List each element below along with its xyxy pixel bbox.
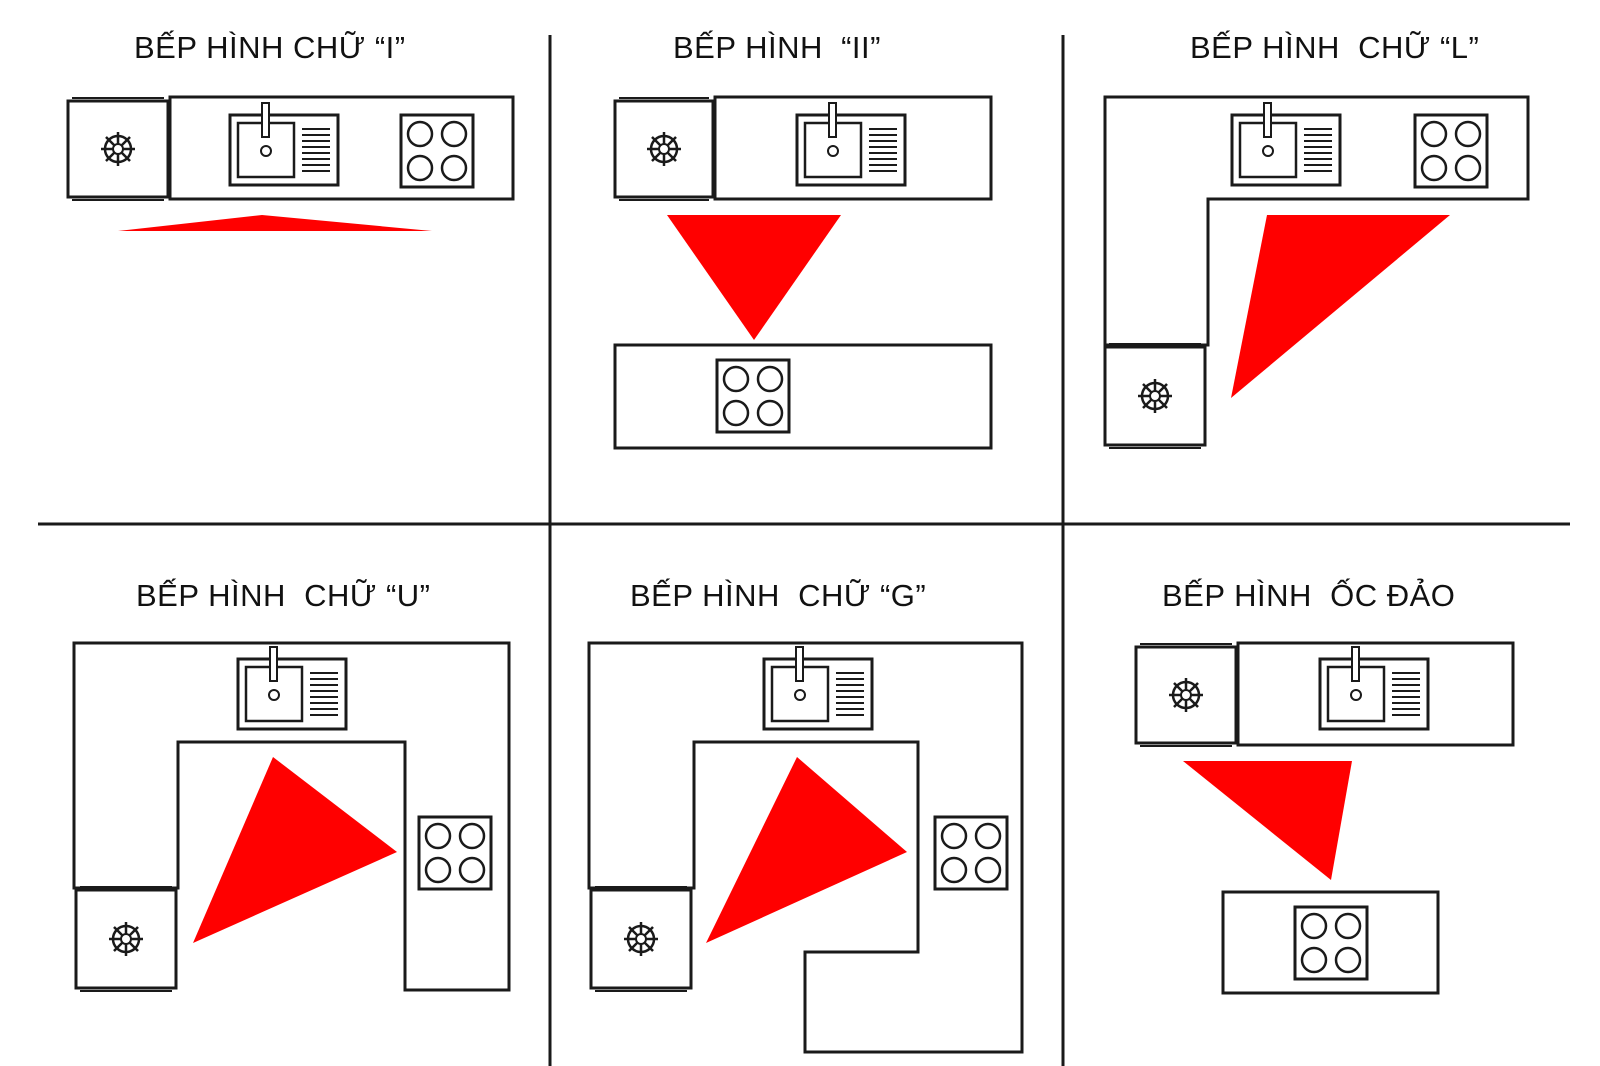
refrigerator-icon <box>1103 343 1207 449</box>
stove-icon <box>417 815 493 891</box>
work-triangle <box>1231 215 1450 398</box>
stove-icon <box>399 113 475 189</box>
layout-title-ii: BẾP HÌNH “II” <box>673 30 881 65</box>
stove-icon <box>933 815 1009 891</box>
layout-title-i: BẾP HÌNH CHỮ “I” <box>134 30 406 65</box>
stove-icon <box>1413 113 1489 189</box>
work-triangle <box>193 757 397 943</box>
stove-icon <box>715 358 791 434</box>
refrigerator-icon <box>74 886 178 992</box>
sink-icon <box>228 102 340 187</box>
layout-plan-g <box>587 641 1024 1054</box>
layout-plan-l <box>1103 95 1530 449</box>
work-triangle <box>706 757 907 943</box>
work-triangle <box>667 215 841 340</box>
layout-plan-u <box>72 641 511 992</box>
layout-title-g: BẾP HÌNH CHỮ “G” <box>630 578 927 613</box>
layout-title-l: BẾP HÌNH CHỮ “L” <box>1190 30 1480 65</box>
sink-icon <box>795 102 907 187</box>
work-triangle <box>1183 761 1352 880</box>
counter-bottom <box>613 343 993 450</box>
sink-icon <box>1230 102 1342 187</box>
refrigerator-icon <box>589 886 693 992</box>
sink-icon <box>762 646 874 731</box>
layout-plan-island <box>1134 641 1515 995</box>
sink-icon <box>1318 646 1430 731</box>
refrigerator-icon <box>1134 643 1238 747</box>
sink-icon <box>236 646 348 731</box>
layout-title-u: BẾP HÌNH CHỮ “U” <box>136 578 431 613</box>
layout-plan-ii <box>613 95 993 450</box>
stove-icon <box>1293 905 1369 981</box>
work-triangle <box>118 215 432 231</box>
refrigerator-icon <box>66 97 170 201</box>
refrigerator-icon <box>613 97 715 201</box>
layout-title-island: BẾP HÌNH ỐC ĐẢO <box>1162 578 1456 613</box>
layout-plan-i <box>66 95 515 231</box>
panel-dividers <box>38 35 1570 1066</box>
